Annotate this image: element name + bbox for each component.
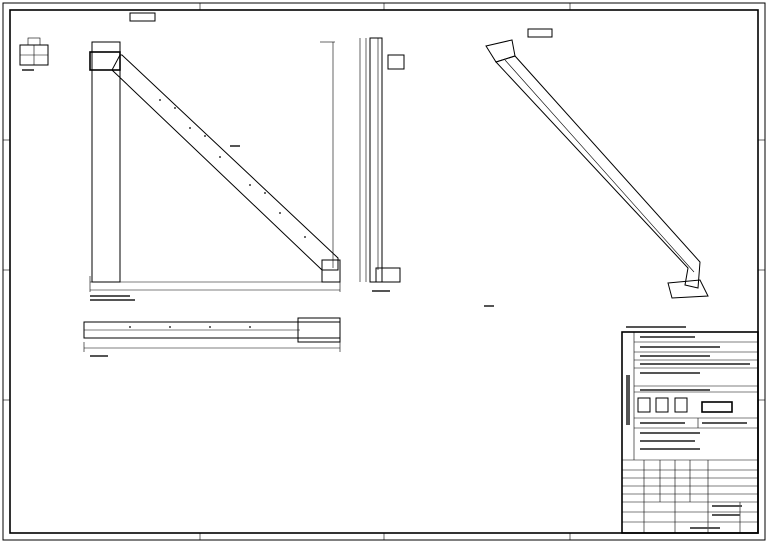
stringer-iso: [495, 55, 701, 289]
view-label-box: [527, 28, 553, 38]
title-block: [621, 326, 759, 534]
inner-frame: [9, 9, 759, 534]
side-view: [359, 37, 405, 292]
stringer: [111, 54, 339, 271]
view-label-box: [129, 12, 156, 22]
front-view: [89, 12, 341, 301]
isometric-view: [484, 28, 709, 307]
detail-view: [19, 37, 49, 71]
frame-ticks: [3, 3, 765, 540]
plan-view: [83, 317, 341, 357]
